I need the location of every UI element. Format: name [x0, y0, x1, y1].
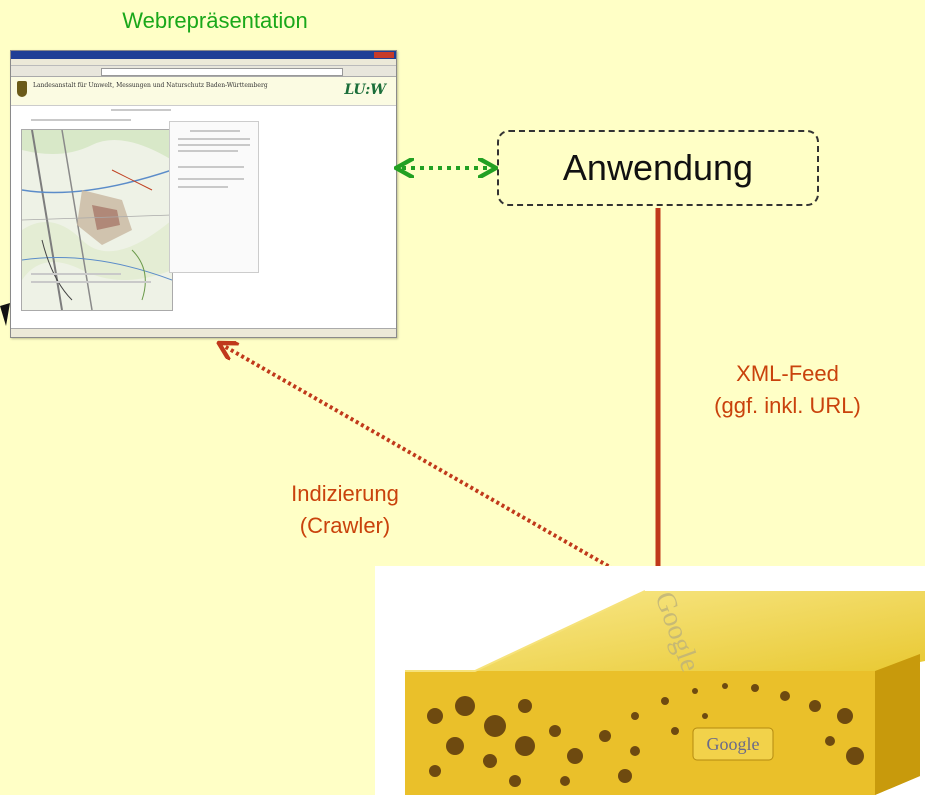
info-panel: [169, 121, 259, 273]
appliance-logo: Google: [707, 734, 760, 754]
indexing-line2: (Crawler): [299, 513, 391, 538]
luw-logo: LU:W: [344, 82, 386, 98]
browser-menubar: [11, 59, 396, 66]
address-field: [101, 68, 343, 76]
google-search-appliance: Google Google: [375, 566, 925, 795]
nav-line: [111, 109, 171, 111]
map-area: [21, 129, 173, 311]
anwendung-box: Anwendung: [497, 130, 819, 206]
indexing-line1: Indizierung: [291, 481, 399, 506]
crawler-arrow: [224, 346, 651, 592]
browser-statusbar: [11, 328, 396, 337]
website-screenshot: Landesanstalt für Umwelt, Messungen und …: [10, 50, 397, 338]
xml-feed-line2: (ggf. inkl. URL): [714, 393, 861, 418]
map-title-line: [31, 119, 131, 121]
cursor-mark: [0, 303, 10, 326]
xml-feed-line1: XML-Feed: [736, 361, 839, 386]
browser-titlebar: [11, 51, 396, 59]
xml-feed-label: XML-Feed (ggf. inkl. URL): [655, 358, 920, 422]
indexing-label: Indizierung (Crawler): [230, 478, 460, 542]
page-header-text: Landesanstalt für Umwelt, Messungen und …: [33, 82, 268, 89]
window-controls: [374, 52, 394, 58]
page-header: Landesanstalt für Umwelt, Messungen und …: [11, 77, 396, 106]
webrepraesentation-label: Webrepräsentation: [122, 8, 308, 33]
crest-icon: [17, 81, 27, 97]
browser-addressbar: [11, 66, 396, 77]
